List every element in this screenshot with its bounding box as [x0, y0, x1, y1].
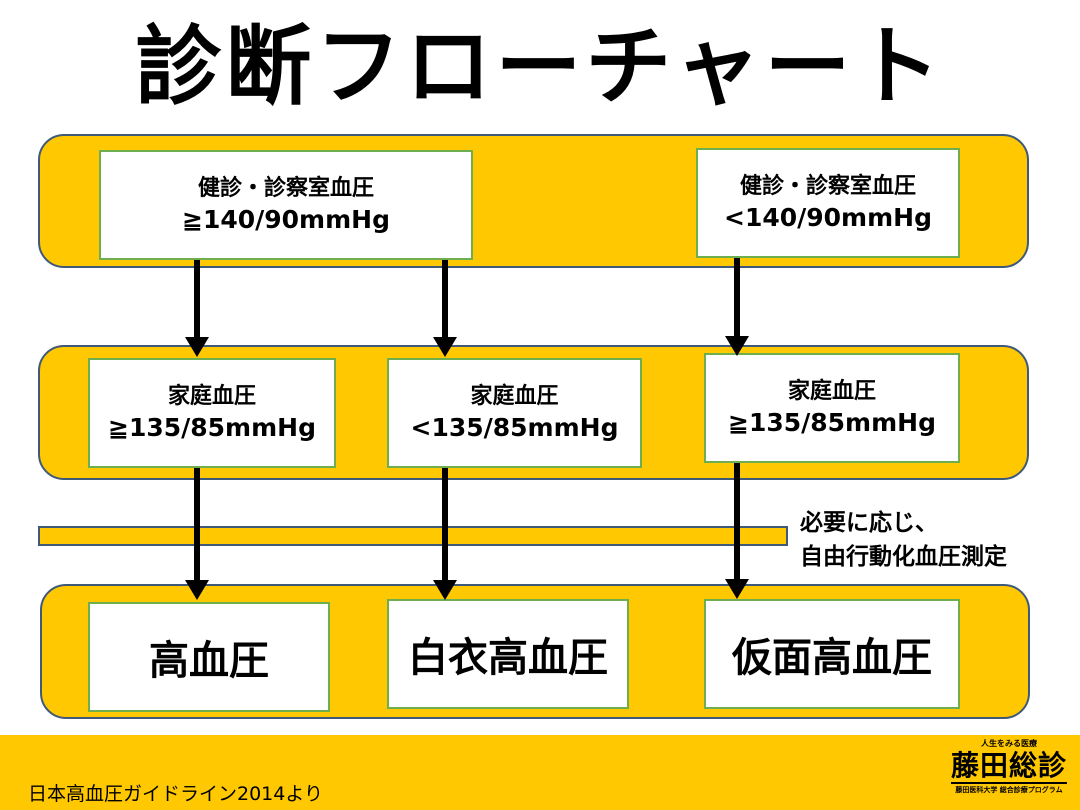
home-bp-label-1: 家庭血圧	[167, 384, 256, 409]
office-bp-high-box: 健診・診察室血圧 ≧140/90mmHg	[99, 150, 473, 260]
arrow-6-down	[725, 463, 749, 599]
office-bp-normal-label: 健診・診察室血圧	[739, 174, 916, 199]
arrow-1-down	[185, 260, 209, 357]
home-bp-label-2: 家庭血圧	[470, 384, 559, 409]
home-bp-high-box-1: 家庭血圧 ≧135/85mmHg	[88, 358, 336, 468]
office-bp-high-value: ≧140/90mmHg	[182, 205, 390, 234]
office-bp-normal-box: 健診・診察室血圧 <140/90mmHg	[696, 148, 960, 258]
logo-name: 藤田総診	[950, 749, 1067, 784]
diagnosis-hypertension-box: 高血圧	[88, 602, 330, 712]
diagnosis-white-coat-box: 白衣高血圧	[387, 599, 629, 709]
footer-bar	[0, 735, 1080, 810]
home-bp-high-box-2: 家庭血圧 ≧135/85mmHg	[704, 353, 960, 463]
abpm-note-line2: 自由行動化血圧測定	[800, 544, 1007, 570]
abpm-bar	[38, 526, 788, 546]
office-bp-normal-value: <140/90mmHg	[724, 203, 932, 232]
arrow-2-down	[433, 260, 457, 357]
abpm-note: 必要に応じ、 自由行動化血圧測定	[800, 506, 1007, 574]
arrow-4-down	[185, 468, 209, 600]
home-bp-label-3: 家庭血圧	[787, 379, 876, 404]
home-bp-value-1: ≧135/85mmHg	[108, 413, 316, 442]
diagnosis-masked-box: 仮面高血圧	[704, 599, 960, 709]
logo-tagline: 人生をみる医療	[981, 739, 1037, 748]
abpm-note-line1: 必要に応じ、	[800, 510, 938, 536]
logo-subtitle: 藤田医科大学 総合診療プログラム	[955, 786, 1063, 794]
page-title: 診断フローチャート	[135, 17, 945, 117]
arrow-5-down	[433, 468, 457, 600]
home-bp-value-3: ≧135/85mmHg	[728, 408, 936, 437]
home-bp-normal-box: 家庭血圧 <135/85mmHg	[387, 358, 642, 468]
source-citation: 日本高血圧ガイドライン2014より	[28, 783, 323, 805]
arrow-3-down	[725, 258, 749, 356]
diagnosis-masked: 仮面高血圧	[732, 635, 932, 681]
diagnosis-hypertension: 高血圧	[149, 638, 269, 684]
home-bp-value-2: <135/85mmHg	[410, 413, 619, 442]
office-bp-high-label: 健診・診察室血圧	[197, 176, 374, 201]
fujita-logo: 人生をみる医療 藤田総診 藤田医科大学 総合診療プログラム	[944, 738, 1074, 808]
diagnosis-white-coat: 白衣高血圧	[408, 635, 608, 681]
